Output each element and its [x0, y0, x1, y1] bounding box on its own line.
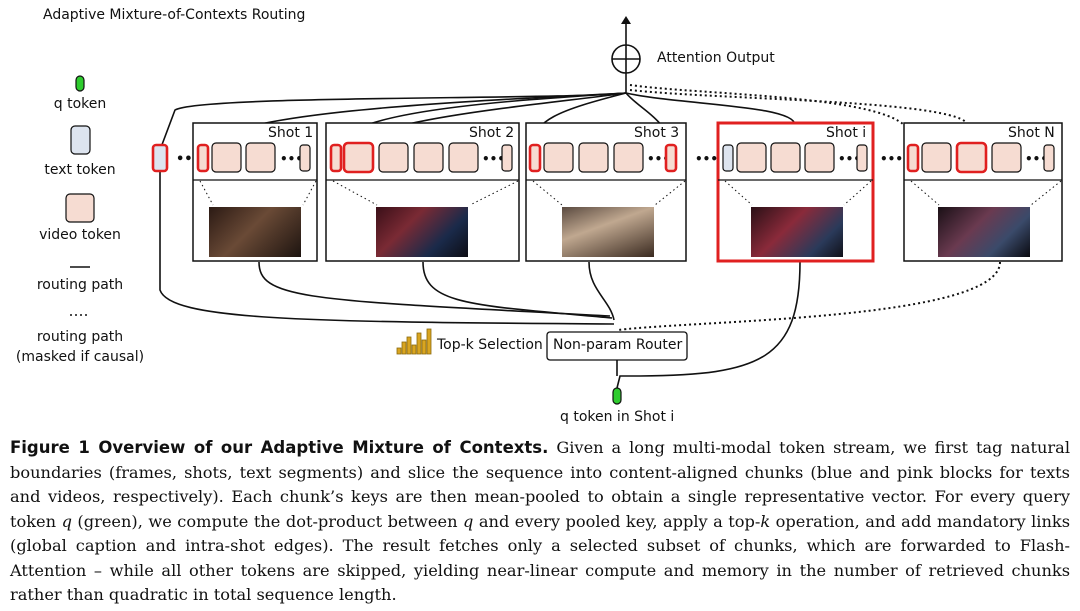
figure-diagram: ••• ••• •••	[65, 16, 1063, 405]
caption-text: operation, and add mandatory links (glob…	[10, 511, 1070, 605]
projection-lines	[199, 180, 1062, 206]
shot-n-frame	[938, 207, 1030, 257]
global-text-token	[151, 143, 169, 173]
shot-label: Shot 3	[634, 125, 680, 141]
caption-text: Given a long multi-modal token stream, w…	[10, 438, 1070, 531]
routing-paths	[159, 92, 801, 389]
legend-q-token-label: q token	[53, 96, 107, 112]
attention-output-label: Attention Output	[657, 50, 775, 66]
masked-routing-paths	[617, 84, 1001, 331]
legend-masked-note: (masked if causal)	[15, 349, 145, 365]
shot-i-frame	[751, 207, 843, 257]
legend-video-token-label: video token	[39, 227, 121, 243]
q-token-shot-i-label: q token in Shot i	[560, 409, 675, 425]
legend-text-token-label: text token	[44, 162, 116, 178]
router-box	[546, 331, 688, 361]
svg-text:•••: •••	[695, 152, 718, 166]
q-token-shot-i	[612, 387, 622, 405]
plus-circle-icon	[611, 44, 641, 74]
caption-var: k	[760, 511, 771, 531]
shot-2-frame	[376, 207, 468, 257]
legend-routing-path-label: routing path	[36, 277, 124, 293]
svg-text:•••: •••	[482, 152, 505, 166]
figure-title: Adaptive Mixture-of-Contexts Routing	[43, 7, 306, 23]
svg-text:•••: •••	[880, 152, 903, 166]
svg-text:•••: •••	[280, 152, 303, 166]
figure-caption: Figure 1 Overview of our Adaptive Mixtur…	[10, 436, 1070, 608]
shot-1-frame	[209, 207, 301, 257]
shot-label: Shot 1	[268, 125, 314, 141]
legend-q-token-glyph	[75, 75, 85, 92]
figure: ••• ••• •••	[15, 7, 1063, 425]
legend-video-token-glyph	[65, 193, 95, 223]
svg-text:•••: •••	[838, 152, 861, 166]
svg-text:•••: •••	[1025, 152, 1048, 166]
legend-text-token-glyph	[70, 125, 91, 155]
topk-selection-label: Top-k Selection	[437, 337, 543, 353]
caption-text: and every pooled key, apply a top-	[473, 511, 761, 531]
legend-masked-routing-label: routing path	[36, 329, 124, 345]
shot-label: Shot N	[1008, 125, 1055, 141]
shot-label: Shot i	[826, 125, 867, 141]
caption-heading: Figure 1 Overview of our Adaptive Mixtur…	[10, 438, 549, 457]
caption-var: q	[61, 511, 72, 531]
shot-label: Shot 2	[469, 125, 515, 141]
arrowhead-icon	[621, 16, 631, 24]
caption-text: (green), we compute the dot-product betw…	[71, 511, 463, 531]
shot-3-frame	[562, 207, 654, 257]
router-label: Non-param Router	[553, 337, 683, 353]
caption-var: q	[463, 511, 474, 531]
svg-text:•••: •••	[647, 152, 670, 166]
bar-chart-icon	[396, 328, 432, 355]
